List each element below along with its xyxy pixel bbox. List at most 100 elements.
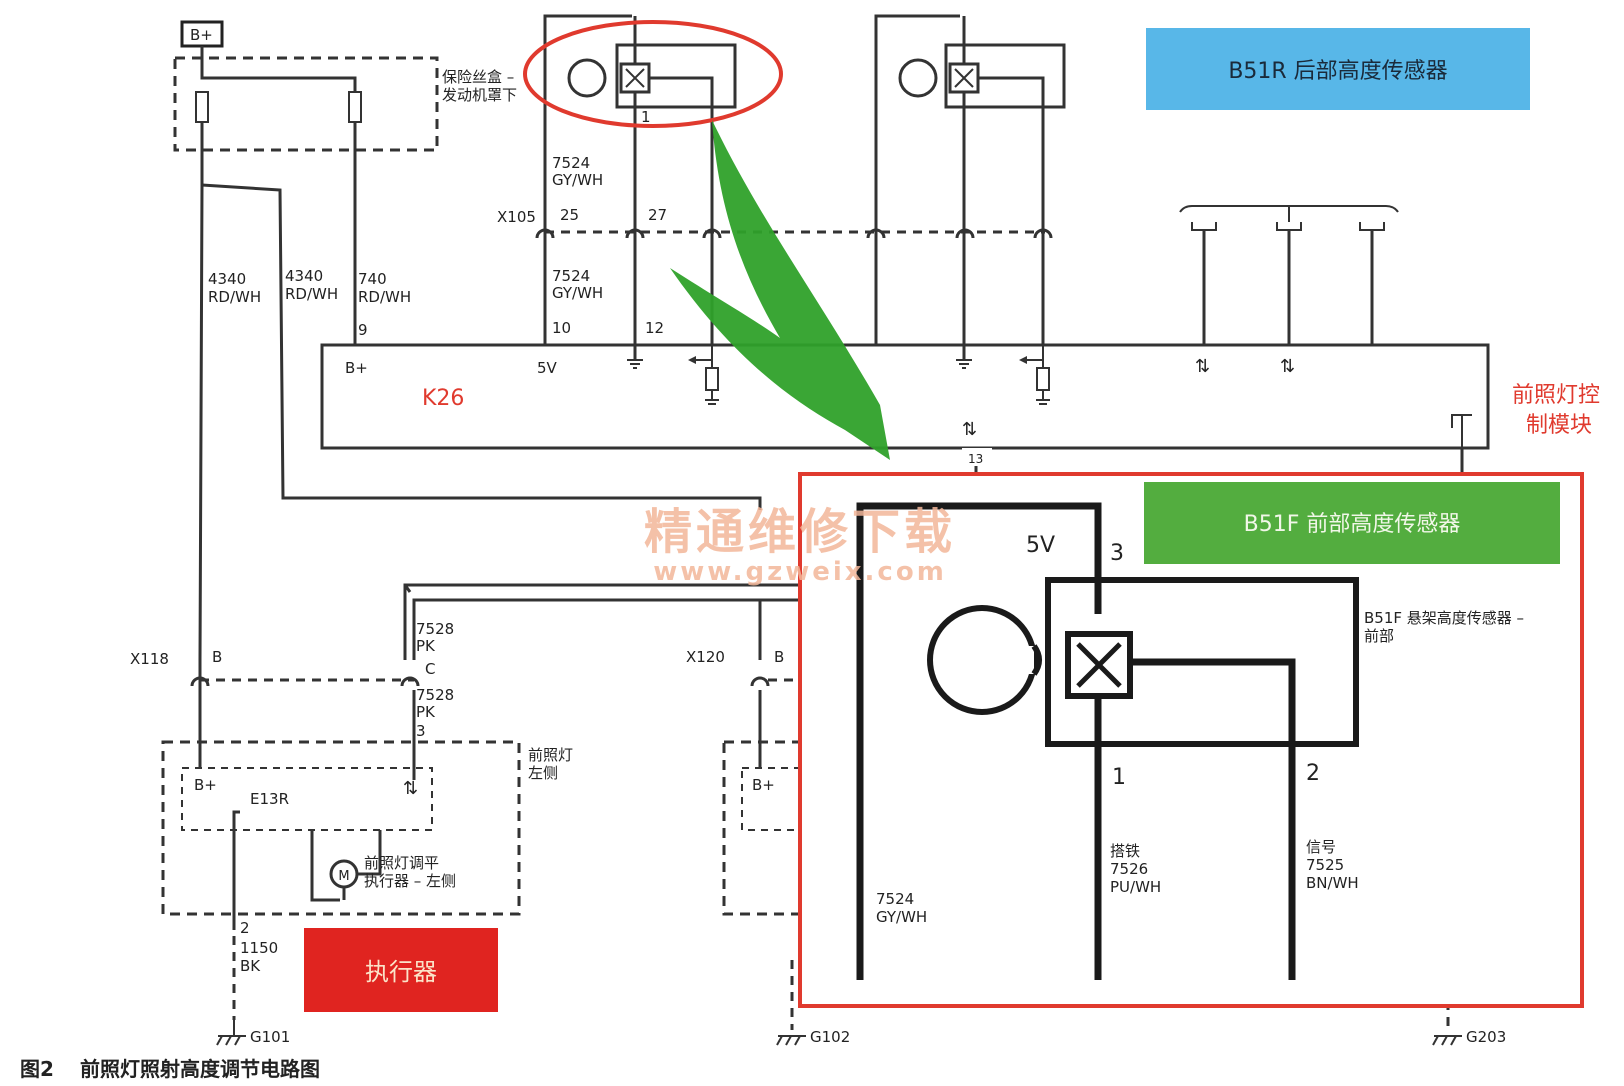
watermark: 精通维修下载 www.gzweix.com [644, 504, 956, 587]
figure-number: 图2 [20, 1057, 54, 1081]
wire-label: GY/WH [552, 284, 603, 302]
pin-label: 1 [1112, 765, 1126, 790]
module-side-label: 前照灯控 [1512, 383, 1600, 408]
headlamp-bplus: B+ [194, 776, 217, 794]
wire-label: 7526 [1110, 860, 1148, 878]
wire-4340-a [198, 122, 204, 745]
pin-label: 3 [1110, 541, 1124, 566]
pin-label: 3 [416, 722, 426, 740]
wire-label: PU/WH [1110, 878, 1161, 896]
pin-label: 1 [641, 108, 651, 126]
headlamp-label: 左侧 [528, 764, 558, 782]
wire-label: 4340 [208, 270, 246, 288]
pin-label: 2 [1306, 761, 1320, 786]
figure-caption: 图2 前照灯照射高度调节电路图 [20, 1057, 320, 1081]
sensor-desc: B51F 悬架高度传感器 – [1364, 609, 1524, 627]
fuse-box-label: 发动机罩下 [442, 86, 517, 104]
wire-label: 7528 [416, 686, 454, 704]
bidirectional-icon: ⇅ [403, 778, 418, 799]
module-title: K26 [422, 386, 464, 411]
motor-label: M [338, 869, 349, 884]
actuator-label: 执行器 [304, 928, 498, 1012]
k26-module: 9 10 12 B+ 5V K26 ⇅ [320, 319, 1600, 450]
wire-label: 4340 [285, 267, 323, 285]
svg-text:G101: G101 [250, 1028, 290, 1046]
wire-label: 7528 [416, 620, 454, 638]
ground-g102: G102 [776, 960, 850, 1046]
bidirectional-icon: ⇅ [1195, 356, 1210, 377]
resistor-icon [688, 345, 719, 405]
pin-label: B [774, 648, 784, 666]
battery-source: B+ [180, 20, 224, 60]
svg-text:B51F 前部高度传感器: B51F 前部高度传感器 [1244, 512, 1461, 537]
wire-label: RD/WH [285, 285, 338, 303]
module-bplus: B+ [345, 359, 368, 377]
resistor-icon [1019, 345, 1050, 405]
headlamp-left: 前照灯 左侧 B+ E13R ⇅ M 前照灯调平 执行器 – 左侧 [161, 740, 573, 930]
svg-text:执行器: 执行器 [365, 958, 437, 986]
fuse-box-label: 保险丝盒 – [442, 68, 514, 86]
svg-text:B51R 后部高度传感器: B51R 后部高度传感器 [1228, 59, 1447, 84]
pin-label: 12 [645, 319, 664, 337]
connector-label: X118 [130, 650, 169, 668]
lower-wiring [403, 583, 800, 660]
bplus-label: B+ [190, 26, 213, 44]
wire-label: PK [416, 703, 436, 721]
green-arrow [670, 120, 890, 460]
bidirectional-icon: ⇅ [962, 419, 977, 440]
pin-label: 13 [968, 452, 983, 466]
second-sensor-symbol [874, 14, 1066, 345]
pin-label: 2 [240, 919, 250, 937]
wire-label: RD/WH [208, 288, 261, 306]
wire-label: GY/WH [876, 908, 927, 926]
ground-icon [956, 345, 972, 369]
component-id: E13R [250, 790, 289, 808]
headlamp-label: 前照灯 [528, 746, 573, 764]
svg-text:www.gzweix.com: www.gzweix.com [653, 557, 947, 587]
x105-connector: X105 25 27 [497, 206, 1053, 239]
wire-label: 搭铁 [1110, 842, 1140, 860]
ground-g101: G101 [216, 1020, 290, 1046]
wire-label: BK [240, 957, 261, 975]
wire-label: 7524 [552, 154, 590, 172]
wire-label: 7524 [552, 267, 590, 285]
rear-sensor-label: B51R 后部高度传感器 [1146, 28, 1530, 110]
wire-label: 1150 [240, 939, 278, 957]
wire-label: 7525 [1306, 856, 1344, 874]
module-side-label: 制模块 [1526, 413, 1592, 438]
figure-title: 前照灯照射高度调节电路图 [80, 1057, 320, 1081]
bidirectional-icon: ⇅ [1280, 356, 1295, 377]
wire-label: GY/WH [552, 171, 603, 189]
fuse-box: 保险丝盒 – 发动机罩下 [173, 56, 517, 152]
sensor-desc: 前部 [1364, 627, 1394, 645]
wire-label: 7524 [876, 890, 914, 908]
chassis-ground-icon [1451, 414, 1472, 448]
ground-icon [627, 345, 643, 369]
zoom-5v: 5V [1026, 533, 1055, 558]
svg-text:G102: G102 [810, 1028, 850, 1046]
x120-connector: X120 B [686, 648, 800, 687]
headlamp-right: B+ [722, 740, 806, 916]
highlight-circle [523, 20, 783, 128]
connector-label: X105 [497, 208, 536, 226]
front-sensor-label: B51F 前部高度传感器 [1144, 482, 1560, 564]
svg-text:G203: G203 [1466, 1028, 1506, 1046]
connector-label: X120 [686, 648, 725, 666]
pin-label: B [212, 648, 222, 666]
headlamp-bplus: B+ [752, 776, 775, 794]
x118-connector: X118 B C [130, 648, 435, 687]
fuse-icon [195, 91, 209, 123]
module-5v: 5V [537, 359, 558, 377]
actuator-desc: 执行器 – 左侧 [364, 872, 456, 890]
svg-text:精通维修下载: 精通维修下载 [644, 504, 956, 560]
actuator-desc: 前照灯调平 [364, 854, 439, 872]
fuse-icon [348, 91, 362, 123]
pin-label: 27 [648, 206, 667, 224]
wire-label: PK [416, 637, 436, 655]
pin-label: 10 [552, 319, 571, 337]
wire-label: 信号 [1306, 838, 1336, 856]
ground-g203: G203 [1432, 985, 1506, 1046]
wire-label: BN/WH [1306, 874, 1359, 892]
pin-label: 25 [560, 206, 579, 224]
